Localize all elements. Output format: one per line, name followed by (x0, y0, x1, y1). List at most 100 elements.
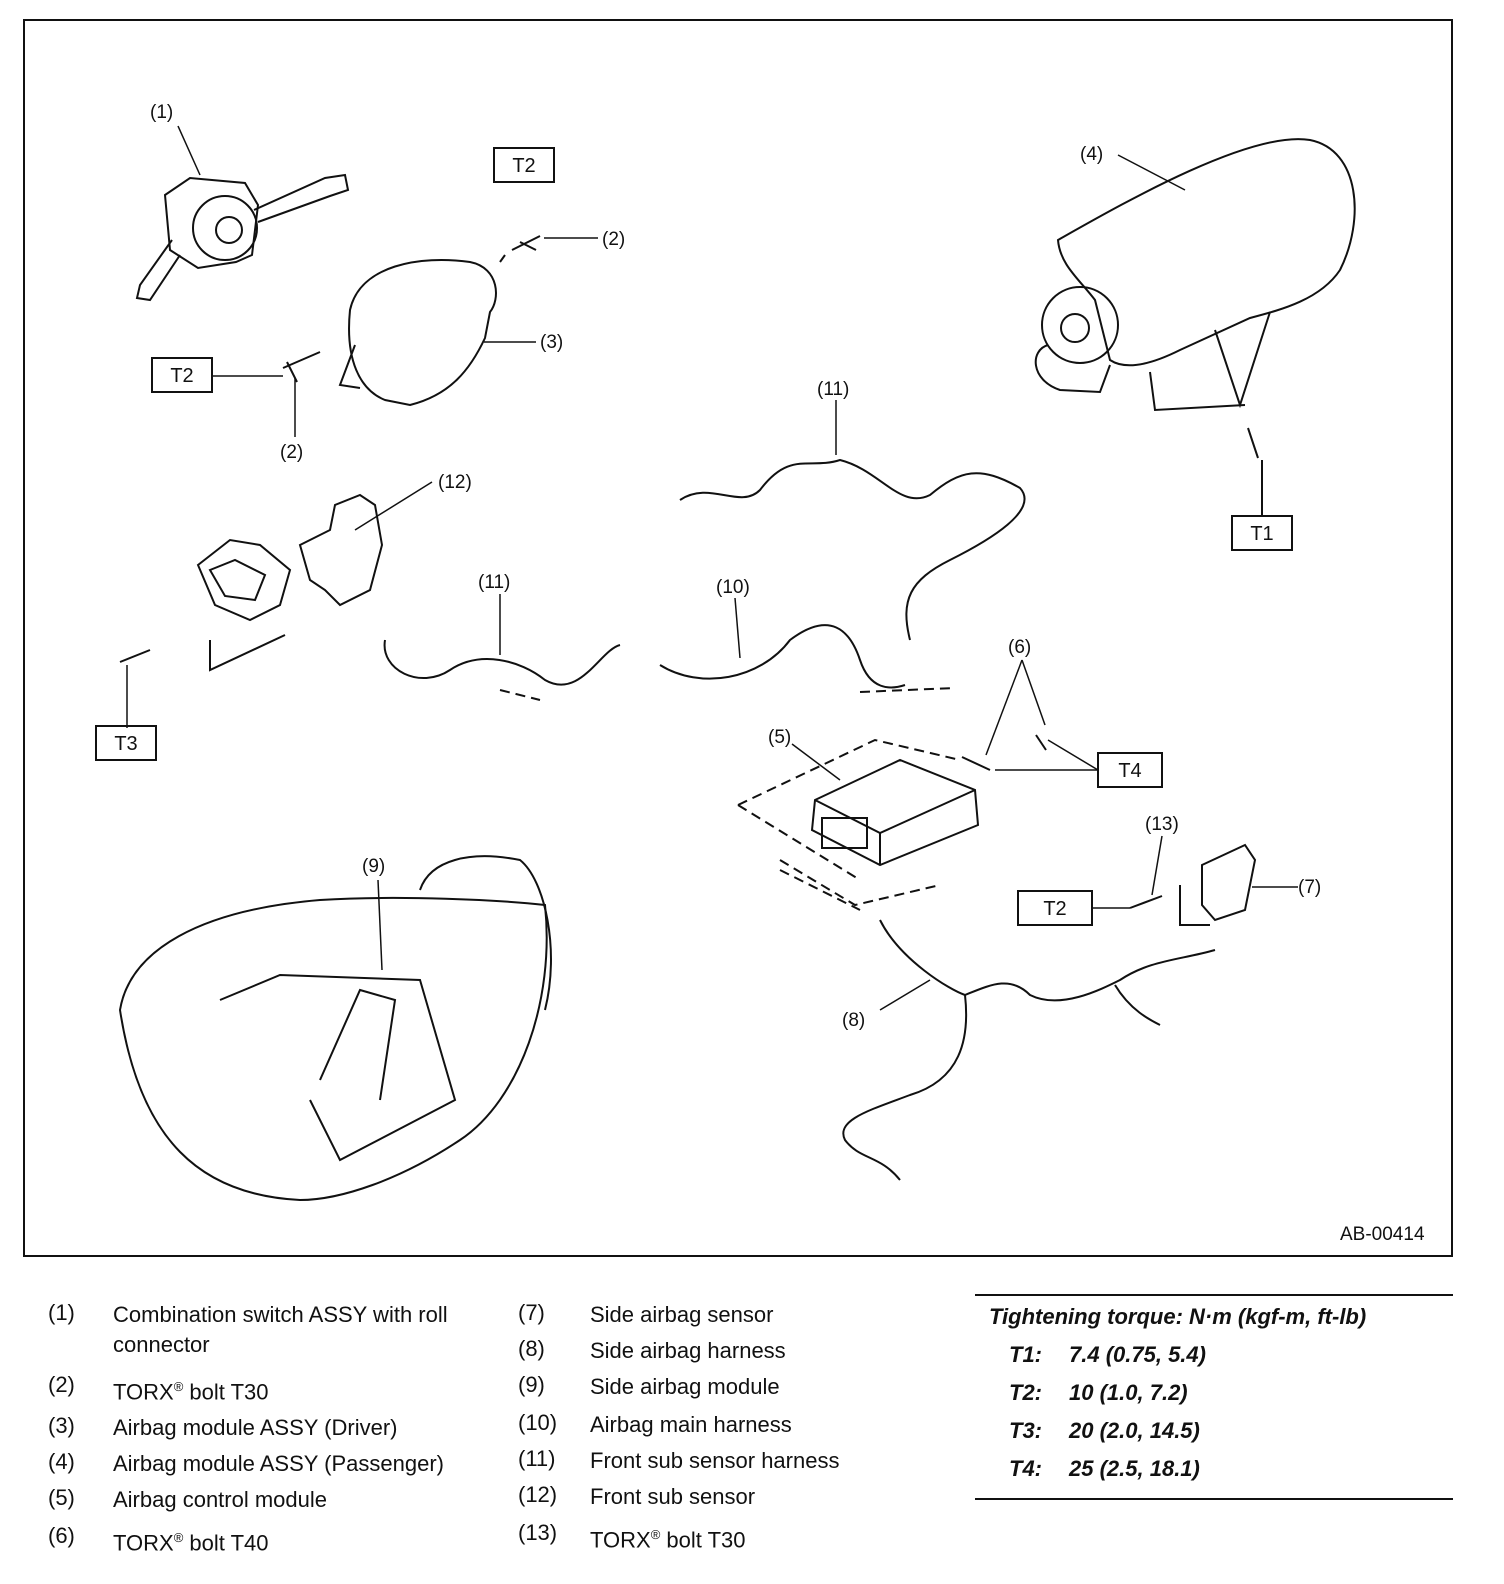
t30-bolt-upper (499, 235, 541, 263)
torque-value: 10 (1.0, 7.2) (1069, 1380, 1188, 1405)
legend-num: (8) (518, 1336, 545, 1361)
tag-box-t4 (1097, 752, 1163, 788)
legend-text: Airbag control module (113, 1487, 328, 1513)
t30-bolt-left (282, 351, 321, 383)
front-sub-sensor-harness-right (679, 458, 1026, 641)
tag-box-t1 (1231, 515, 1293, 551)
tag-box-t2c (1017, 890, 1093, 926)
legend-num: (11) (518, 1446, 556, 1471)
legend-item-8: (8) Side airbag harness (518, 1336, 958, 1366)
exploded-diagram: (1) (2) (3) (2) (4) (11) (12) (11) (10) … (23, 19, 1453, 1257)
callout-12: (12) (438, 472, 472, 493)
torque-row: T4: 25 (2.5, 18.1) (975, 1450, 1453, 1488)
legend-text: TORX® bolt T30 (590, 1527, 746, 1553)
torque-row: T3: 20 (2.0, 14.5) (975, 1412, 1453, 1450)
side-airbag-harness (842, 919, 1216, 1181)
legend-item-1: (1)Combination switch ASSY with roll con… (48, 1300, 498, 1360)
legend-item-4: (4) Airbag module ASSY (Passenger) (48, 1449, 498, 1479)
legend-num: (4) (48, 1449, 75, 1475)
callout-2-lower: (2) (280, 442, 303, 463)
legend-text: Front sub sensor (590, 1484, 756, 1509)
legend-item-2: (2)TORX® bolt T30 (48, 1372, 498, 1407)
divider (975, 1294, 1453, 1296)
tag-t3: T3 (114, 733, 137, 755)
callout-6: (6) (1008, 637, 1031, 658)
callout-4: (4) (1080, 144, 1103, 165)
tag-box-t3 (95, 725, 157, 761)
torque-value: 20 (2.0, 14.5) (1069, 1418, 1200, 1443)
torque-value: 7.4 (0.75, 5.4) (1069, 1342, 1206, 1367)
airbag-control-module-drawing (810, 758, 980, 867)
legend-num: (13) (518, 1520, 558, 1545)
legend-num: (12) (518, 1482, 558, 1507)
tag-t4: T4 (1118, 760, 1141, 782)
callout-1: (1) (150, 102, 173, 123)
figure-id: AB-00414 (1340, 1224, 1425, 1245)
t30-bolt-sensor (1129, 895, 1163, 909)
leader-lines (126, 125, 1298, 1011)
side-harness-dashed (779, 859, 941, 911)
module-outline-dashed (737, 738, 961, 881)
legend-text: Side airbag harness (590, 1338, 786, 1363)
driver-airbag-drawing (338, 259, 497, 407)
callout-2-upper: (2) (602, 229, 625, 250)
torque-key: T1: (1009, 1342, 1042, 1367)
legend-num: (10) (518, 1410, 558, 1435)
legend-item-6: (6) TORX® bolt T40 (48, 1523, 498, 1558)
tag-t2-left: T2 (170, 365, 193, 387)
torque-value: 25 (2.5, 18.1) (1069, 1456, 1200, 1481)
torque-title: Tightening torque: N·m (kgf-m, ft-lb) (989, 1304, 1367, 1329)
seat-drawing (118, 855, 552, 1202)
legend-num: (9) (518, 1372, 545, 1397)
harness-dashed-guide (499, 687, 956, 701)
t40-bolts (961, 734, 1047, 771)
airbag-main-harness (659, 624, 906, 689)
legend-item-5: (5) Airbag control module (48, 1485, 498, 1515)
callout-11-right: (11) (817, 379, 849, 400)
legend-text: Front sub sensor harness (590, 1448, 840, 1473)
callout-5: (5) (768, 727, 791, 748)
diagram-frame (23, 19, 1453, 1257)
legend-num: (7) (518, 1300, 545, 1325)
legend-item-10: (10) Airbag main harness (518, 1410, 958, 1440)
passenger-airbag-drawing (1034, 138, 1356, 412)
legend-left: (1)Combination switch ASSY with roll con… (48, 1300, 498, 1559)
tag-t2-upper: T2 (512, 155, 535, 177)
legend-num: (3) (48, 1413, 75, 1439)
legend-text: Combination switch ASSY with roll connec… (113, 1302, 448, 1357)
torque-key: T3: (1009, 1418, 1042, 1443)
legend-text: TORX® bolt T40 (113, 1530, 269, 1556)
callout-13: (13) (1145, 814, 1179, 835)
legend-item-13: (13) TORX® bolt T30 (518, 1520, 958, 1555)
legend-text: TORX® bolt T30 (113, 1379, 269, 1405)
front-sub-sensor-harness-left (383, 639, 621, 686)
legend-text: Airbag module ASSY (Passenger) (113, 1451, 444, 1477)
torque-row: T1: 7.4 (0.75, 5.4) (975, 1336, 1453, 1374)
callout-9: (9) (362, 856, 385, 877)
torque-key: T2: (1009, 1380, 1042, 1405)
legend-middle: (7) Side airbag sensor (8) Side airbag har… (518, 1300, 958, 1555)
tag-box-t2a (493, 147, 555, 183)
t1-bolt (1247, 427, 1263, 516)
torque-row: T2: 10 (1.0, 7.2) (975, 1374, 1453, 1412)
legend-item-3: (3) Airbag module ASSY (Driver) (48, 1413, 498, 1443)
legend-num: (6) (48, 1523, 75, 1549)
divider (975, 1498, 1453, 1500)
t40-bolt-sensor (119, 634, 286, 672)
tag-t1: T1 (1250, 523, 1273, 545)
legend-text: Side airbag sensor (590, 1302, 774, 1327)
legend-item-9: (9) Side airbag module (518, 1372, 958, 1402)
legend-text: Airbag main harness (590, 1412, 792, 1437)
front-sub-sensor-drawing (196, 493, 384, 622)
tag-t2-right: T2 (1043, 898, 1066, 920)
side-airbag-sensor-drawing (1179, 843, 1257, 926)
callout-11-left: (11) (478, 572, 510, 593)
callout-3: (3) (540, 332, 563, 353)
legend-item-11: (11) Front sub sensor harness (518, 1446, 958, 1476)
callout-7: (7) (1298, 877, 1321, 898)
legend-text: Side airbag module (590, 1374, 780, 1399)
torque-key: T4: (1009, 1456, 1042, 1481)
legend-num: (5) (48, 1485, 75, 1511)
legend-item-7: (7) Side airbag sensor (518, 1300, 958, 1330)
legend-text: Airbag module ASSY (Driver) (113, 1415, 398, 1441)
